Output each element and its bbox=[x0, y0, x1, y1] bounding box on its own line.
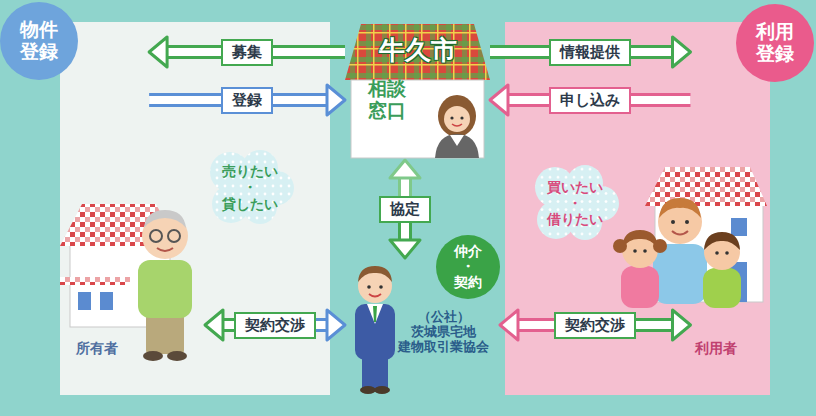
arrow-body-fill bbox=[401, 209, 409, 242]
owner-illustration bbox=[60, 22, 330, 395]
node-text: 所有者 bbox=[76, 340, 118, 356]
user-panel: 利用者 買いたい ・ 借りたい bbox=[505, 22, 770, 395]
edge-label: 契約交渉 bbox=[234, 312, 316, 339]
registration-circle: 利用 登録 bbox=[736, 4, 814, 82]
speech-bubble: 売りたい ・ 貸したい bbox=[205, 150, 295, 225]
arrow-head bbox=[390, 160, 420, 178]
brokerage-circle: 仲介 ・ 契約 bbox=[436, 235, 500, 299]
node-text: 利用 登録 bbox=[753, 21, 797, 65]
node-text: 買いたい ・ 借りたい bbox=[544, 179, 606, 227]
node-text: 物件 登録 bbox=[17, 19, 61, 63]
arrow-body-fill bbox=[401, 176, 409, 209]
office-house: 牛久市相談 窓口 bbox=[345, 20, 490, 160]
node-text: 利用者 bbox=[695, 340, 737, 356]
edge-label: 情報提供 bbox=[549, 39, 631, 66]
edge-label: 募集 bbox=[221, 39, 273, 66]
arrow-head bbox=[390, 240, 420, 258]
owner-panel: 所有者 売りたい ・ 貸したい bbox=[60, 22, 330, 395]
arrow-body bbox=[398, 209, 412, 242]
edge-label: 契約交渉 bbox=[554, 312, 636, 339]
node-text: 牛久市 bbox=[345, 36, 490, 66]
fat-arrow bbox=[390, 160, 420, 258]
registration-circle: 物件 登録 bbox=[0, 2, 78, 80]
edge-label: 申し込み bbox=[549, 87, 631, 114]
node-text: （公社） 茨城県宅地 建物取引業協会 bbox=[395, 310, 493, 355]
speech-bubble: 買いたい ・ 借りたい bbox=[530, 165, 620, 241]
edge-label: 協定 bbox=[379, 196, 431, 223]
arrow-body bbox=[398, 176, 412, 209]
node-text: 仲介 ・ 契約 bbox=[452, 244, 484, 290]
node-text: 相談 窓口 bbox=[365, 78, 409, 122]
node-text: 売りたい ・ 貸したい bbox=[219, 163, 281, 211]
edge-label: 登録 bbox=[221, 87, 273, 114]
